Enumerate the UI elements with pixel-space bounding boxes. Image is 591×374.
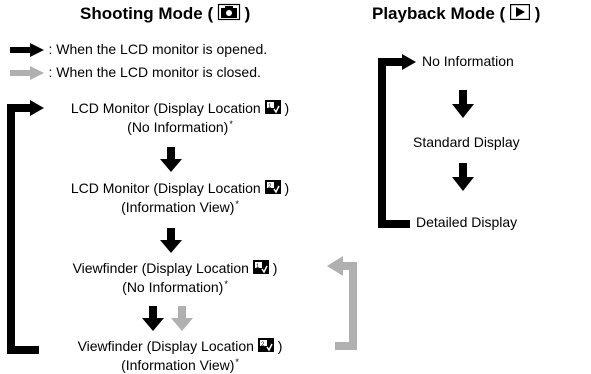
shooting-step-2: LCD Monitor (Display Location 2 ) (Infor… xyxy=(70,180,290,216)
svg-text:2: 2 xyxy=(261,342,265,348)
display-location-icon: 1 xyxy=(252,260,269,278)
svg-text:2: 2 xyxy=(268,184,272,190)
playback-step-2: Standard Display xyxy=(413,134,520,150)
display-location-icon: 2 xyxy=(257,338,274,356)
shooting-step-4: Viewfinder (Display Location 2 ) (Inform… xyxy=(77,338,283,374)
legend-closed: : When the LCD monitor is closed. xyxy=(10,63,261,82)
black-arrow-icon xyxy=(10,42,44,57)
playback-mode-title: Playback Mode ( ) xyxy=(372,4,540,25)
shooting-step-3: Viewfinder (Display Location 1 ) (No Inf… xyxy=(72,260,278,296)
playback-step-1: No Information xyxy=(422,53,514,69)
camera-icon xyxy=(217,3,240,25)
svg-text:1: 1 xyxy=(256,264,260,270)
display-location-icon: 2 xyxy=(264,180,281,198)
display-location-icon: 1 xyxy=(264,100,281,118)
shooting-mode-title: Shooting Mode ( ) xyxy=(80,3,250,25)
shooting-step-1: LCD Monitor (Display Location 1 ) (No In… xyxy=(70,100,290,136)
svg-text:1: 1 xyxy=(268,104,272,110)
playback-step-3: Detailed Display xyxy=(416,214,518,230)
legend-opened: : When the LCD monitor is opened. xyxy=(10,40,267,59)
gray-arrow-icon xyxy=(10,65,44,80)
play-icon xyxy=(509,4,530,25)
